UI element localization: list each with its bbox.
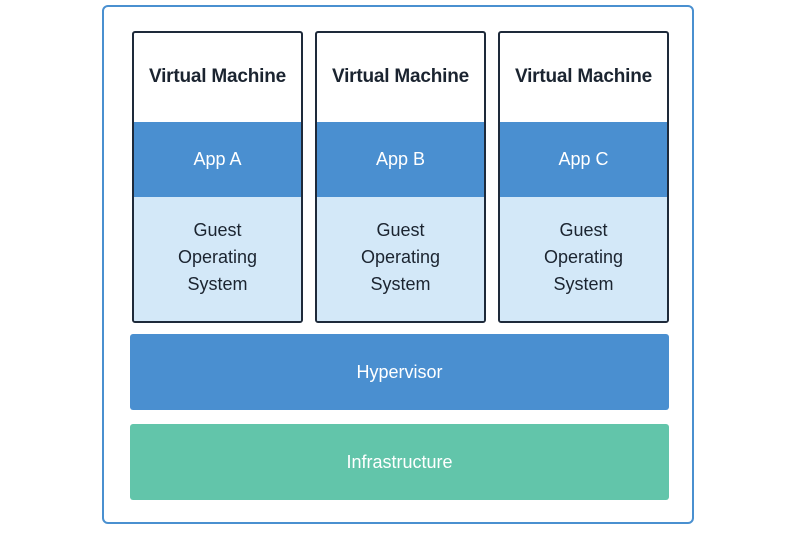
app-a-layer: App A (134, 122, 301, 197)
guest-os-label: Guest Operating System (543, 220, 624, 294)
hypervisor-layer: Hypervisor (130, 334, 669, 410)
virtual-machine-a: Virtual Machine App A Guest Operating Sy… (132, 31, 303, 323)
guest-os-layer: Guest Operating System (500, 197, 667, 321)
guest-os-label: Guest Operating System (177, 220, 258, 294)
guest-os-layer: Guest Operating System (317, 197, 484, 321)
vm-title: Virtual Machine (514, 66, 653, 87)
app-b-layer: App B (317, 122, 484, 197)
guest-os-layer: Guest Operating System (134, 197, 301, 321)
guest-os-label: Guest Operating System (360, 220, 441, 294)
vm-title: Virtual Machine (148, 66, 287, 87)
vm-title: Virtual Machine (331, 66, 470, 87)
virtual-machine-b: Virtual Machine App B Guest Operating Sy… (315, 31, 486, 323)
virtual-machine-c: Virtual Machine App C Guest Operating Sy… (498, 31, 669, 323)
app-c-layer: App C (500, 122, 667, 197)
infrastructure-layer: Infrastructure (130, 424, 669, 500)
